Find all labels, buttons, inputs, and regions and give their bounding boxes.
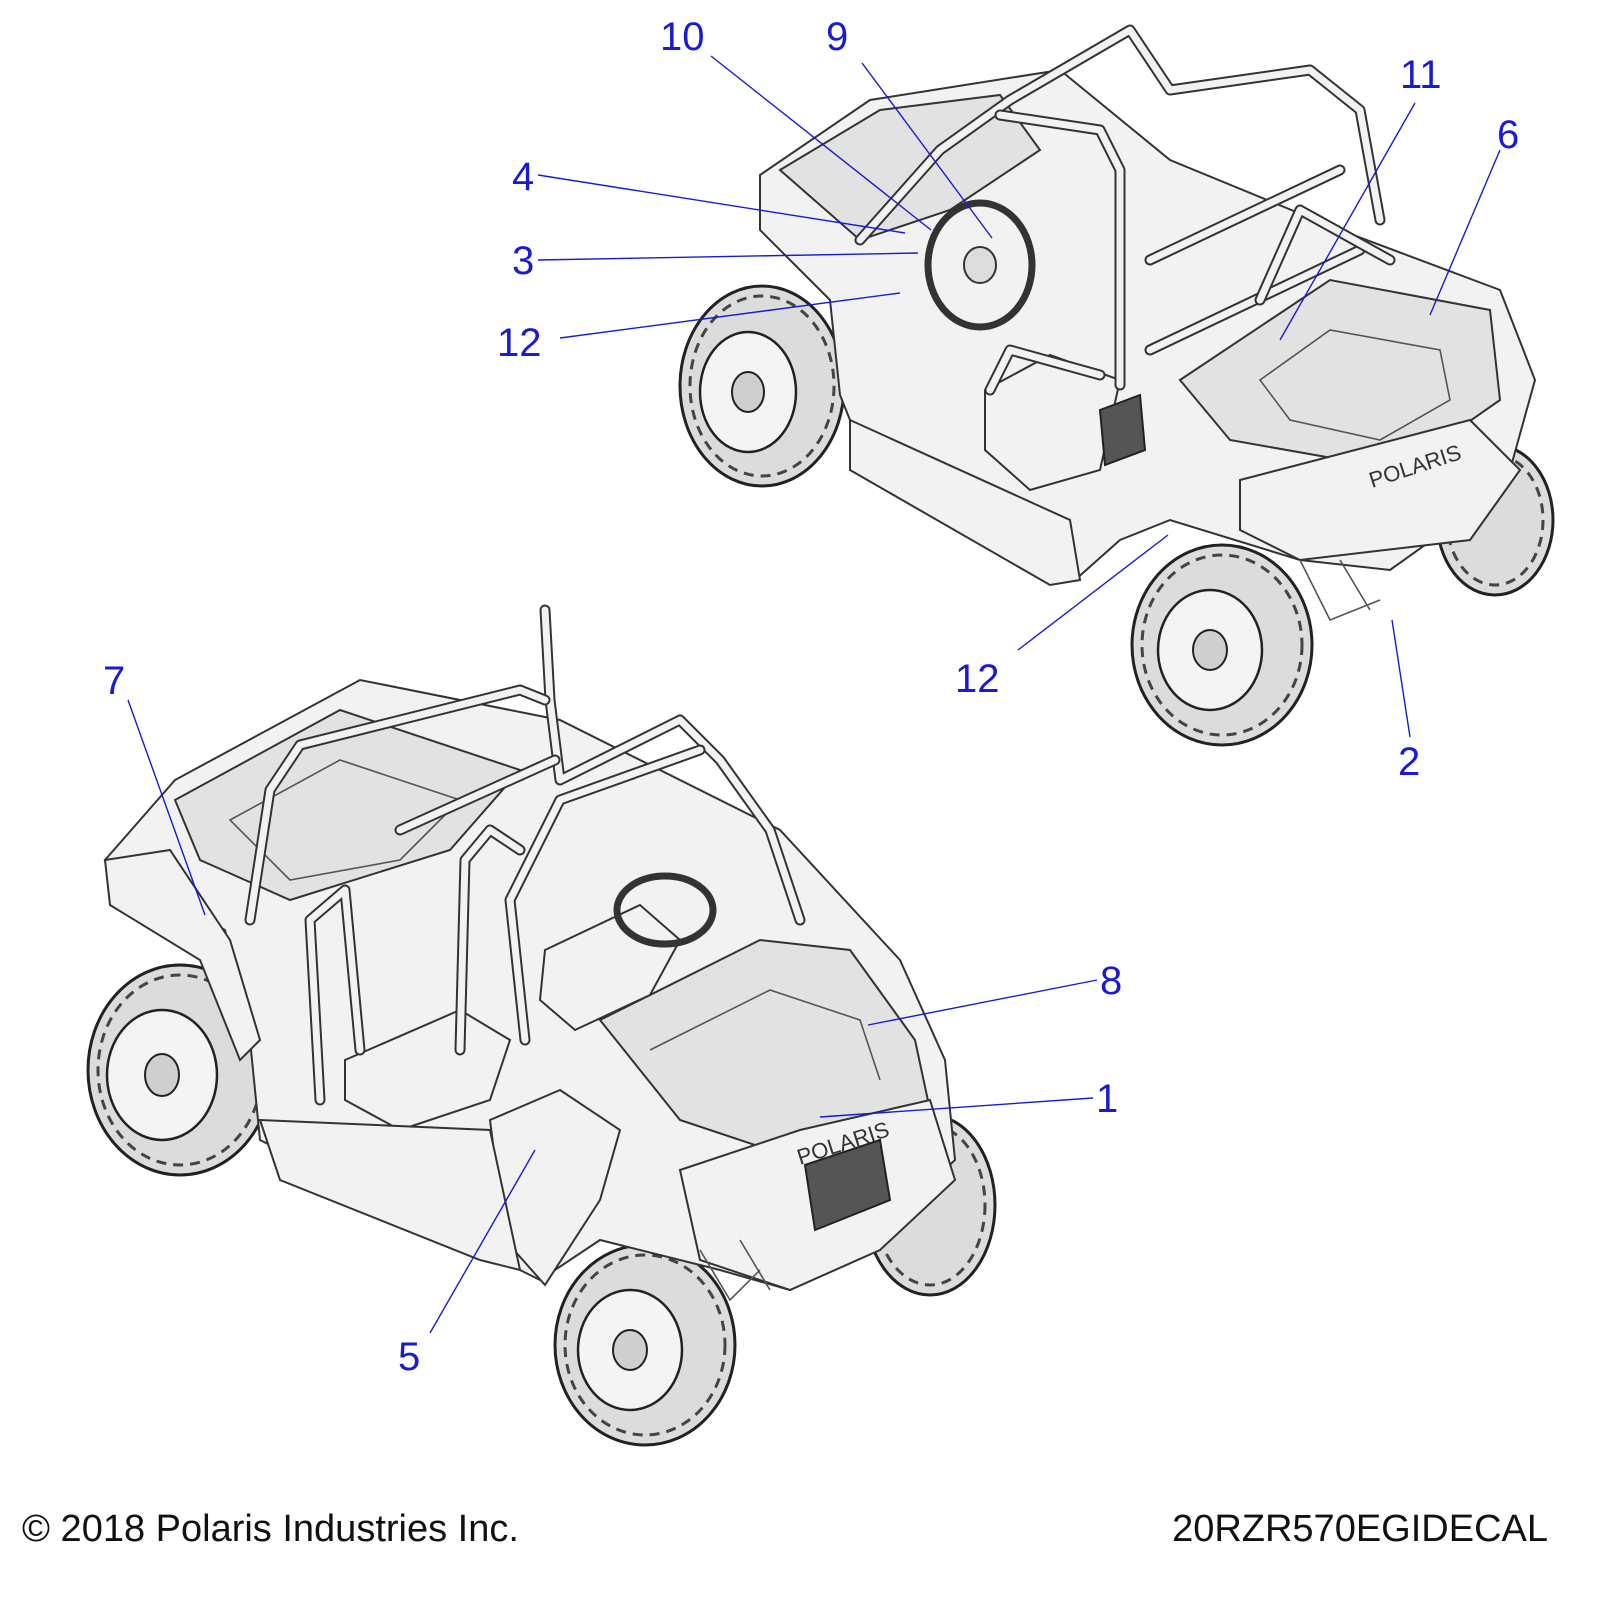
upper-steering-wheel — [924, 199, 1036, 331]
leader-line-2 — [1391, 619, 1411, 738]
callout-12a: 12 — [497, 321, 542, 365]
lower-rocker-panel — [258, 1118, 522, 1272]
callout-9: 9 — [826, 15, 848, 59]
leader-line-12b — [1017, 534, 1169, 651]
upper-seat — [984, 353, 1122, 492]
callout-5: 5 — [398, 1335, 420, 1379]
callout-7: 7 — [103, 659, 125, 703]
leader-line-1 — [819, 1097, 1094, 1118]
upper-side-vent — [1098, 393, 1147, 467]
drawing-id: 20RZR570EGIDECAL — [1172, 1508, 1548, 1550]
leader-line-5 — [429, 1149, 536, 1334]
leader-line-7 — [127, 699, 206, 916]
wheel-upper-front-left — [1130, 543, 1314, 747]
callout-10: 10 — [660, 15, 705, 59]
leader-line-6 — [1429, 149, 1501, 316]
callout-2: 2 — [1398, 740, 1420, 784]
leader-line-10 — [710, 55, 932, 231]
wheel-upper-left — [678, 284, 846, 488]
upper-vehicle-illustration: POLARIS — [678, 24, 1555, 747]
lower-roll-cage — [244, 604, 806, 1106]
upper-cargo-bed — [1178, 278, 1502, 472]
upper-rocker-panel — [849, 418, 1082, 587]
upper-roll-cage — [854, 24, 1396, 396]
leader-line-8 — [867, 979, 1098, 1026]
upper-rear-fascia — [1239, 418, 1522, 562]
callout-6: 6 — [1497, 113, 1519, 157]
wheel-lower-front-left — [553, 1243, 737, 1447]
lower-rear-fender — [103, 848, 262, 1062]
copyright-text: © 2018 Polaris Industries Inc. — [22, 1508, 519, 1550]
lower-seat-driver — [538, 903, 682, 1032]
leader-line-11 — [1279, 102, 1416, 341]
lower-steering-wheel — [613, 872, 717, 948]
leader-line-4 — [537, 174, 906, 234]
callout-11: 11 — [1400, 53, 1442, 97]
callout-3: 3 — [512, 239, 534, 283]
leader-line-9 — [861, 62, 993, 239]
lower-hood — [598, 938, 932, 1162]
callout-numbers: 1 2 3 4 5 6 7 8 9 10 11 12 12 — [103, 15, 1519, 1379]
leader-line-12a — [559, 292, 901, 339]
callout-1: 1 — [1096, 1077, 1118, 1121]
callout-4: 4 — [512, 155, 534, 199]
leader-lines — [127, 55, 1501, 1334]
lower-vehicle-illustration: POLARIS — [86, 604, 997, 1447]
leader-line-3 — [537, 252, 919, 261]
callout-12b: 12 — [955, 657, 1000, 701]
callout-8: 8 — [1100, 959, 1122, 1003]
lower-front-grille — [803, 1138, 892, 1232]
